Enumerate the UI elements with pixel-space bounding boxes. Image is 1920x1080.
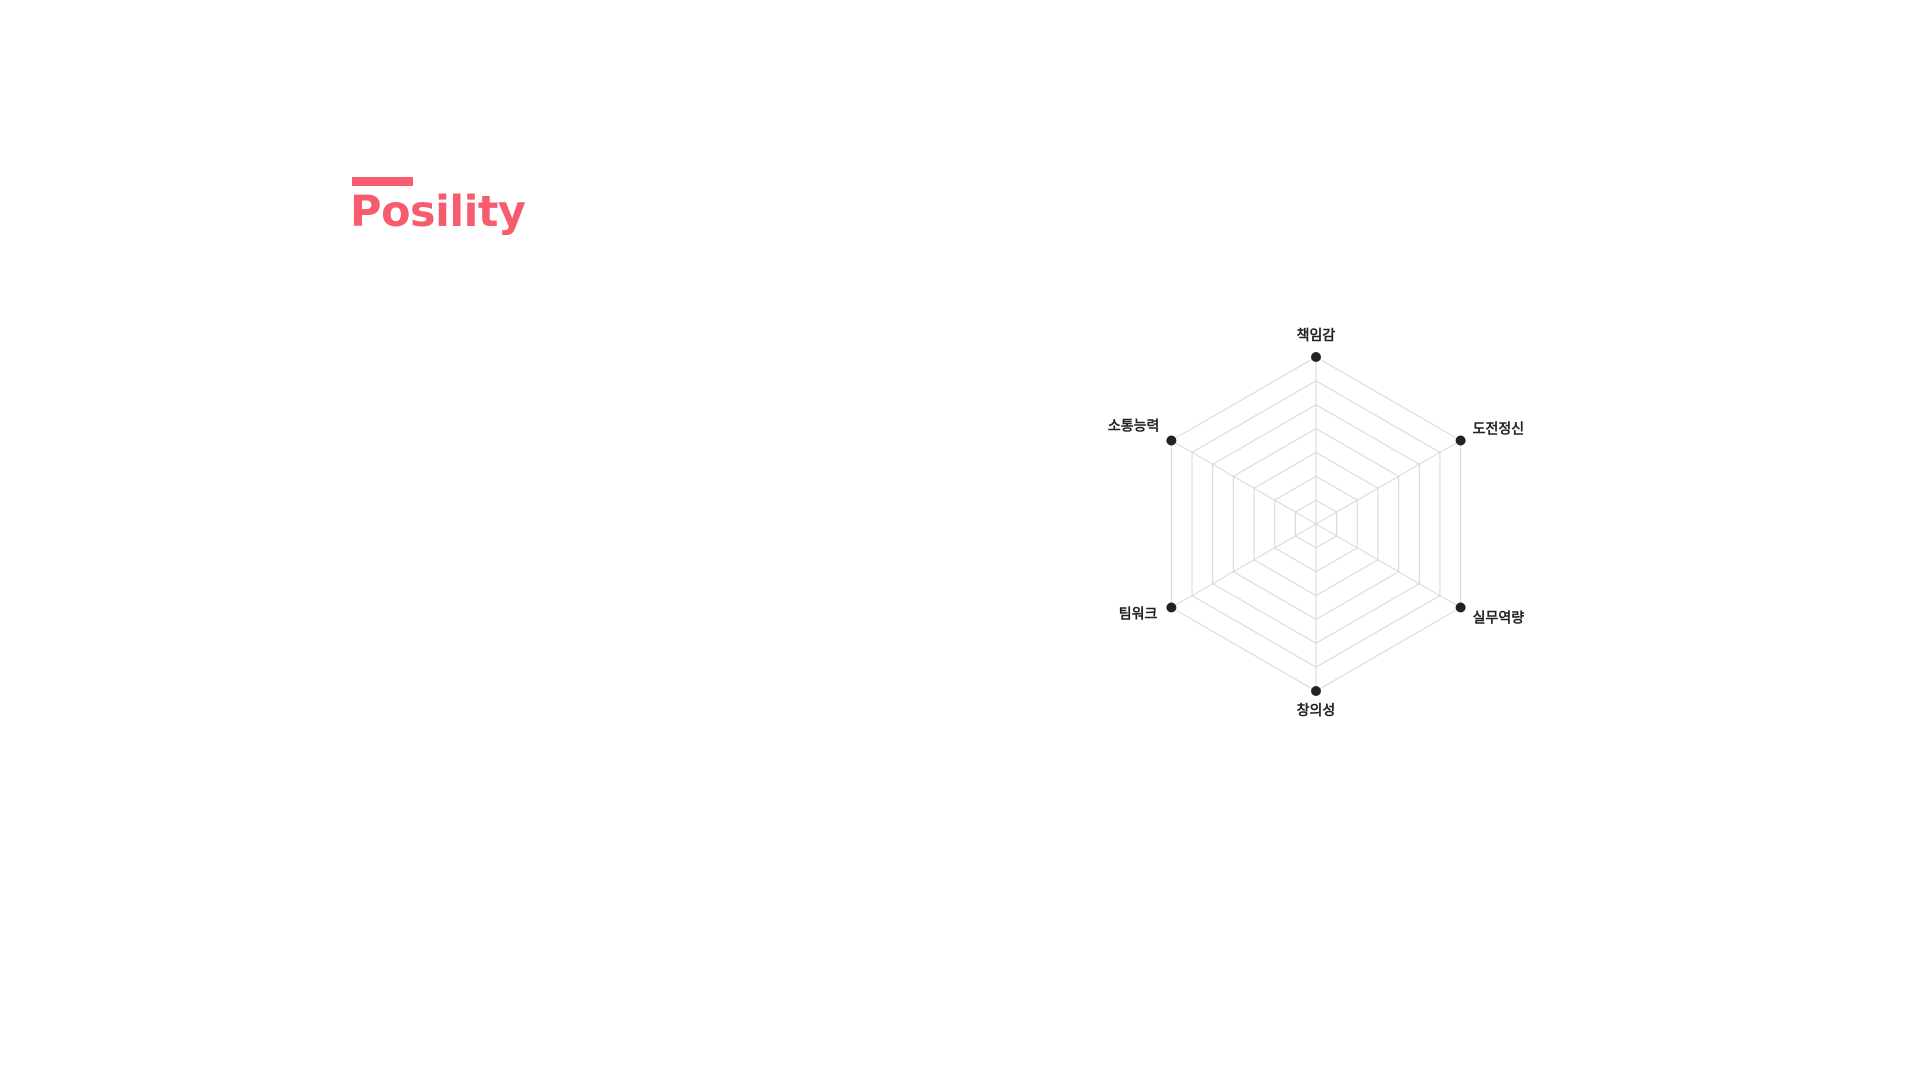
radar-axis-label: 팀워크 bbox=[1119, 607, 1158, 623]
radar-spoke bbox=[1171, 440, 1317, 525]
radar-spoke bbox=[1171, 523, 1317, 608]
radar-axis-label: 창의성 bbox=[1297, 702, 1336, 719]
radar-axis-marker bbox=[1311, 352, 1321, 362]
radar-spoke bbox=[1315, 440, 1461, 525]
radar-axis-label: 소통능력 bbox=[1108, 419, 1160, 435]
radar-spokes bbox=[1171, 357, 1461, 691]
radar-axis-marker bbox=[1455, 435, 1466, 446]
brand-title: Posility bbox=[350, 187, 526, 237]
radar-markers bbox=[1166, 352, 1466, 696]
radar-axis-marker bbox=[1166, 602, 1177, 613]
radar-axis-label: 책임감 bbox=[1297, 327, 1336, 344]
radar-axis-marker bbox=[1166, 435, 1177, 446]
radar-axis-marker bbox=[1455, 602, 1466, 613]
radar-axis-marker bbox=[1311, 686, 1321, 696]
radar-axis-label: 실무역량 bbox=[1473, 610, 1525, 627]
radar-axis-label: 도전정신 bbox=[1473, 421, 1525, 438]
brand-accent-bar bbox=[352, 177, 413, 186]
radar-spoke bbox=[1315, 523, 1461, 608]
